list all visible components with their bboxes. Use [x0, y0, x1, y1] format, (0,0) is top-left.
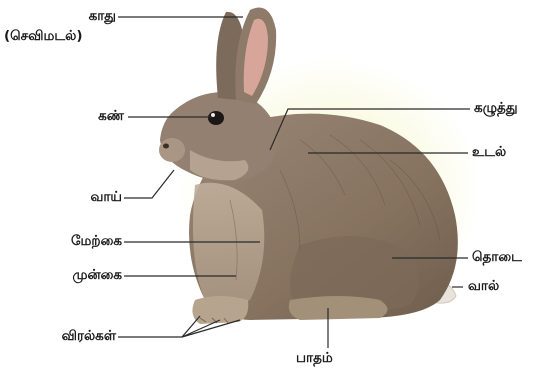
neck-label: கழுத்து — [474, 100, 518, 117]
ear-sub-label: (செவிமடல்) — [4, 28, 83, 45]
mouth-pointer — [124, 170, 174, 198]
ear-label: காது — [62, 8, 116, 25]
muzzle — [159, 138, 185, 162]
tail-label: வால் — [468, 278, 499, 295]
upper-limb-label: மேற்கை — [30, 233, 122, 250]
forelimb-label: முன்கை — [30, 267, 122, 284]
thigh-label: தொடை — [472, 249, 522, 266]
fingers-label: விரல்கள் — [20, 328, 116, 345]
body-label: உடல் — [472, 144, 506, 161]
foot-label: பாதம் — [296, 350, 333, 367]
hind-foot — [289, 296, 388, 320]
mouth-label: வாய் — [60, 189, 122, 206]
eye — [208, 111, 224, 125]
eye-label: கண் — [70, 108, 124, 125]
